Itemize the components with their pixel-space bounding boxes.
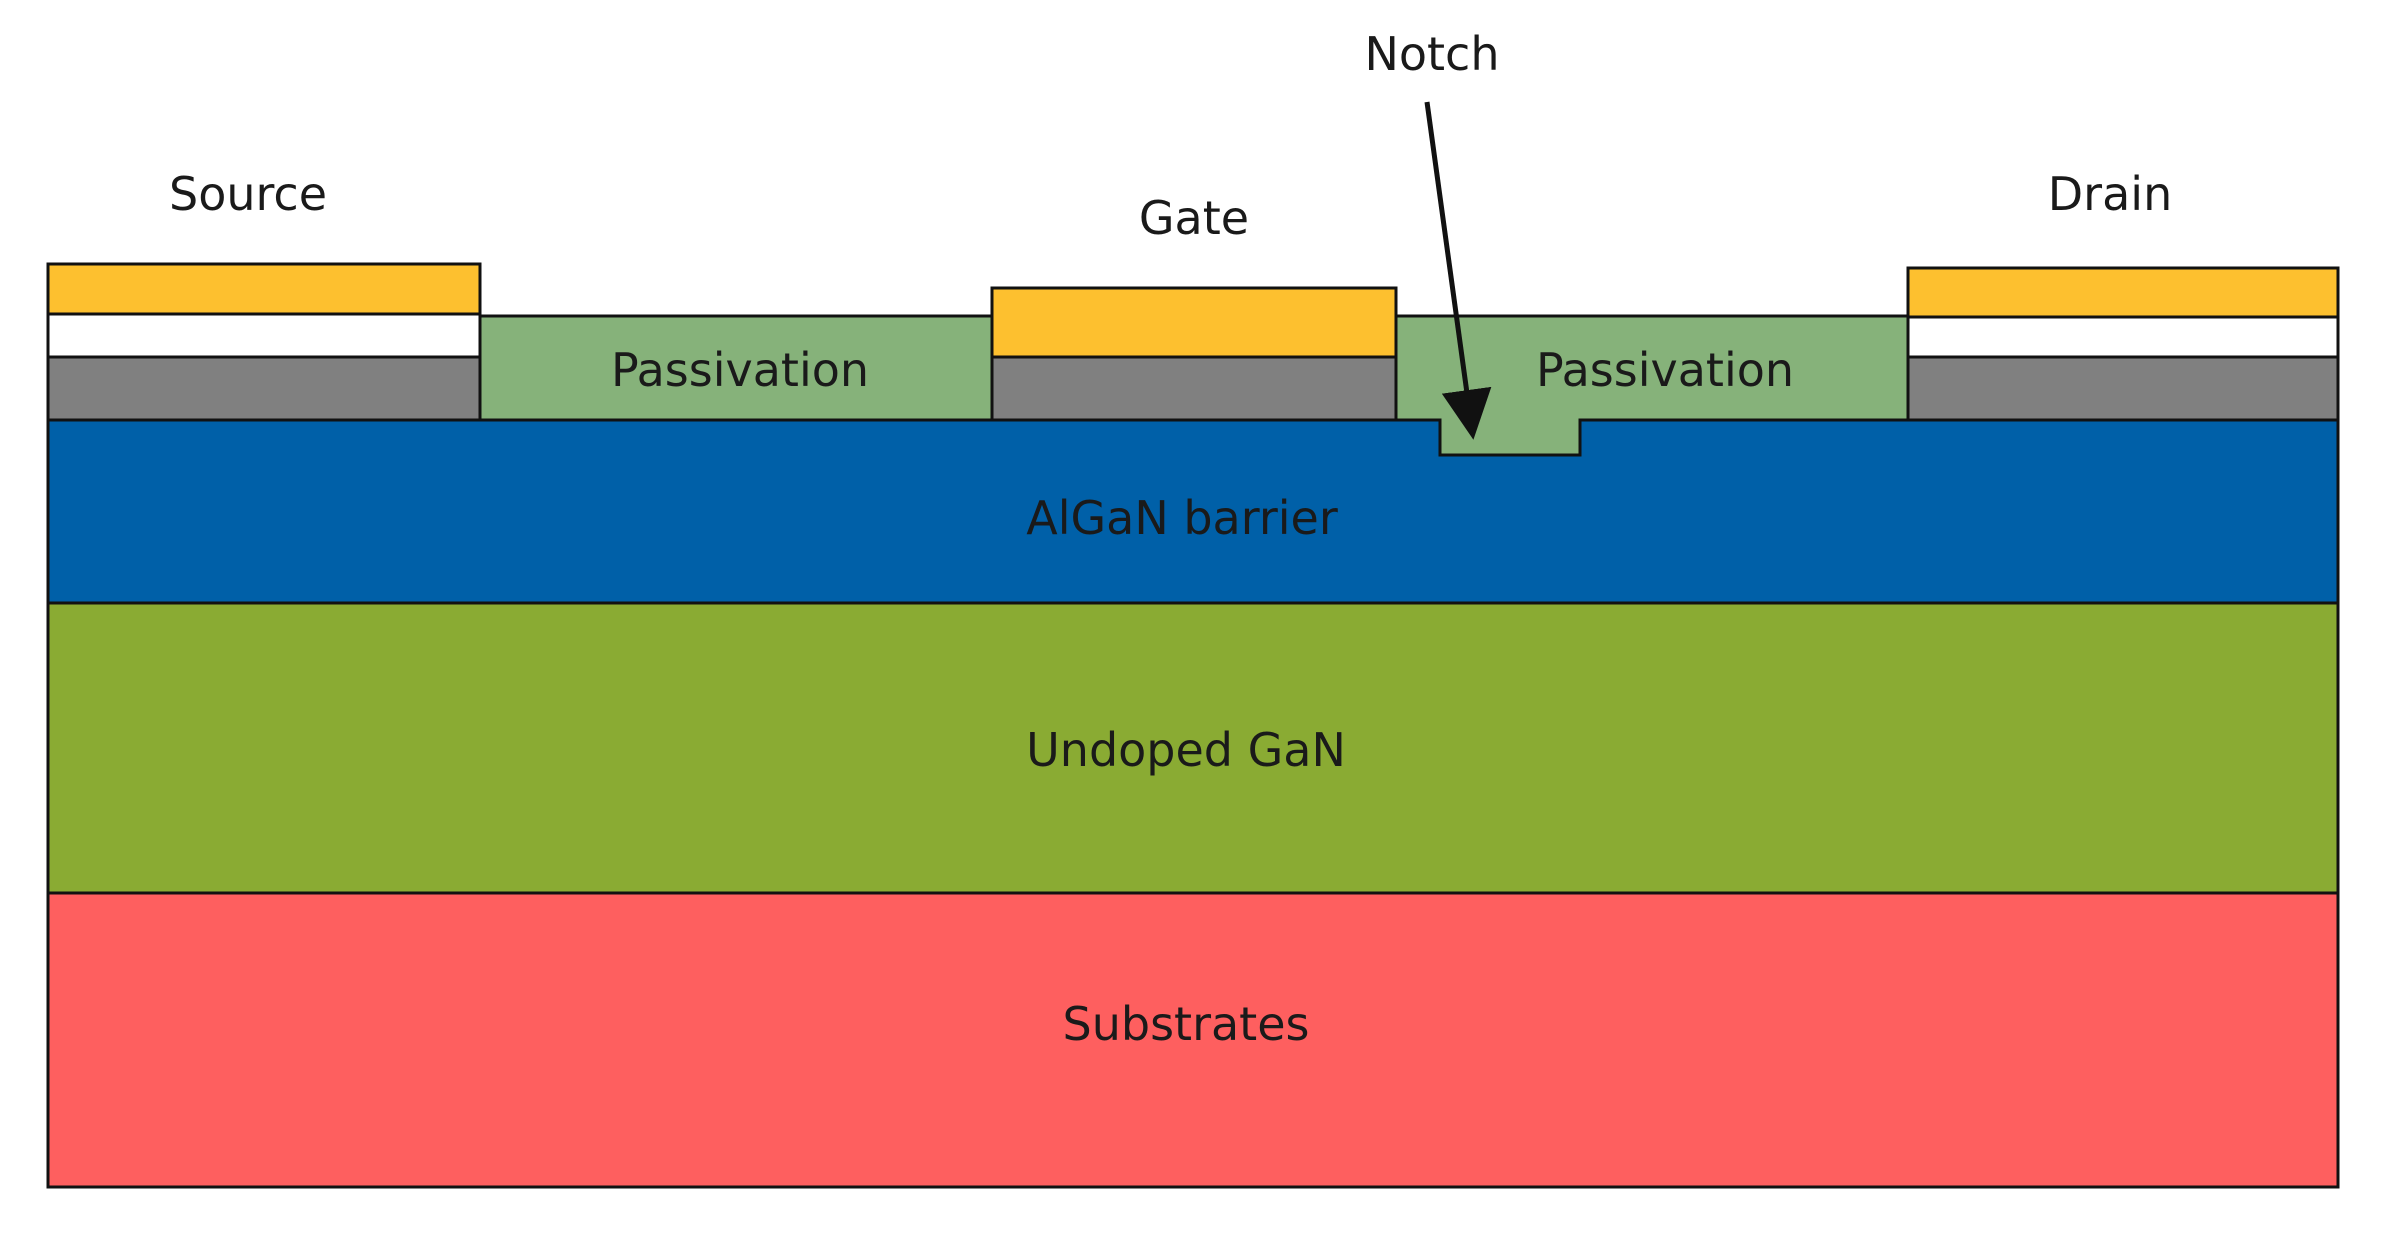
substrates-layer	[46, 891, 2340, 1189]
drain-label: Drain	[2048, 167, 2172, 221]
drain-gray-layer	[1906, 355, 2340, 422]
undoped-gan-label: Undoped GaN	[1026, 723, 1346, 777]
passivation-right-label: Passivation	[1536, 343, 1794, 397]
drain-contact	[1906, 266, 2340, 422]
gate-label: Gate	[1139, 191, 1249, 245]
source-label: Source	[169, 167, 327, 221]
notch-label: Notch	[1364, 27, 1499, 81]
source-contact	[46, 262, 482, 422]
undoped-gan-layer	[46, 601, 2340, 895]
drain-white-layer	[1906, 315, 2340, 359]
algan-barrier-label: AlGaN barrier	[1026, 491, 1338, 545]
substrates-label: Substrates	[1063, 997, 1310, 1051]
gate-metal-layer	[990, 286, 1398, 359]
gate-gray-layer	[990, 355, 1398, 422]
drain-metal-layer	[1906, 266, 2340, 319]
source-metal-layer	[46, 262, 482, 316]
notch-arrow	[1424, 101, 1492, 440]
passivation-left-label: Passivation	[611, 343, 869, 397]
source-white-layer	[46, 312, 482, 359]
gate-contact	[990, 286, 1398, 422]
source-gray-layer	[46, 355, 482, 422]
